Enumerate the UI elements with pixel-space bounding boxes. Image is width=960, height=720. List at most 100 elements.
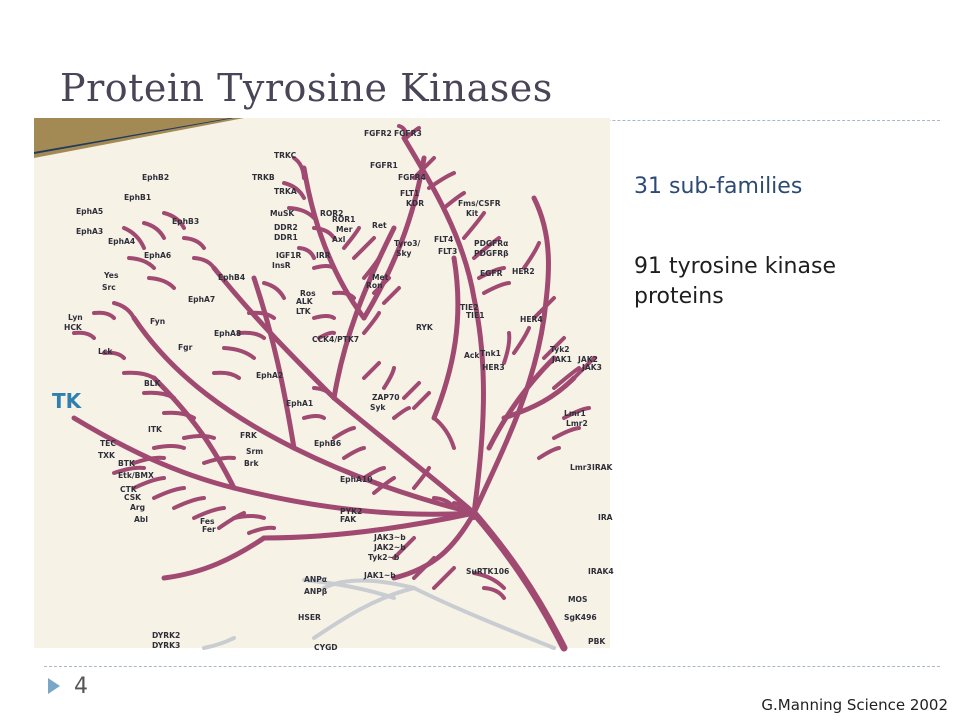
kinase-label: Kit — [466, 209, 478, 218]
kinase-label: IRA — [598, 513, 613, 522]
kinase-label: EphA2 — [256, 371, 283, 380]
kinase-label: IRR — [316, 251, 331, 260]
kinase-label: FRK — [240, 431, 258, 440]
kinase-label: Mer — [336, 225, 353, 234]
tree-twig — [532, 296, 556, 320]
kinase-label: CYGD — [314, 643, 338, 652]
tree-twig — [432, 496, 456, 510]
kinase-label: Tnk1 — [480, 349, 501, 358]
tree-branch — [301, 165, 367, 321]
kinase-label: DDR1 — [274, 233, 298, 242]
kinase-label: EphB4 — [218, 273, 245, 282]
kinase-label: Met — [372, 273, 389, 282]
tree-twig — [392, 406, 411, 420]
kinase-label: Fyn — [150, 317, 165, 326]
kinase-label: EphA1 — [286, 399, 313, 408]
tree-branch — [486, 355, 557, 451]
kinase-label: Ros — [300, 289, 316, 298]
citation: G.Manning Science 2002 — [761, 696, 948, 714]
tree-twig — [342, 446, 366, 460]
tree-twig — [462, 211, 486, 240]
kinase-label: Tyro3/ — [394, 239, 420, 248]
tree-grey-branch — [322, 578, 556, 650]
slide-number: 4 — [74, 674, 88, 699]
kinase-label: HER3 — [482, 363, 505, 372]
tree-twig — [237, 330, 266, 340]
tree-branches — [71, 124, 596, 652]
tree-branch — [331, 225, 397, 401]
kinase-label: ROR1 — [332, 215, 355, 224]
subfamilies-text: 31 sub-families — [634, 174, 803, 199]
kinase-label: Tyk2~b — [368, 553, 400, 562]
kinase-label: HCK — [64, 323, 83, 332]
slide-title: Protein Tyrosine Kinases — [60, 66, 553, 110]
tree-twig — [372, 476, 396, 495]
tree-twig — [102, 350, 126, 360]
kinase-label: Sky — [396, 249, 412, 258]
tree-twig — [552, 366, 581, 390]
tree-twig — [372, 276, 391, 295]
kinase-label: Etk/BMX — [118, 471, 154, 480]
kinase-label: Fer — [202, 525, 216, 534]
tree-twig — [182, 434, 216, 440]
kinase-label: Lyn — [68, 313, 83, 322]
kinase-label: Src — [102, 283, 116, 292]
tree-twig — [432, 416, 456, 450]
tree-twig — [412, 391, 431, 410]
kinase-label: SgK496 — [564, 613, 597, 622]
proteins-text: 91 tyrosine kinase proteins — [634, 254, 836, 309]
kinase-label: FGFR4 — [398, 173, 426, 182]
kinase-label: TIE2 — [460, 303, 478, 312]
tree-twig — [382, 366, 396, 390]
tree-twig — [262, 281, 286, 300]
tree-branch — [261, 510, 477, 541]
tree-twig — [477, 266, 506, 280]
kinase-label: Fes — [200, 517, 215, 526]
tree-twig — [127, 256, 156, 270]
tree-grey-branch — [302, 578, 396, 600]
kinase-label: CTK — [120, 485, 138, 494]
kinase-label: EphA10 — [340, 475, 372, 484]
kinase-label: JAK2 — [577, 355, 598, 364]
tree-twig — [112, 301, 136, 320]
kinase-label: TEC — [100, 439, 116, 448]
tree-twig — [312, 386, 336, 400]
tree-twig — [502, 331, 512, 365]
kinase-label: EphA8 — [214, 329, 241, 338]
kinase-label: RYK — [416, 323, 434, 332]
kinase-label: EphA6 — [144, 251, 171, 260]
kinase-label: ANPα — [304, 575, 327, 584]
kinase-label: TRKA — [274, 187, 297, 196]
tree-grey-branch — [202, 636, 236, 650]
tree-twig — [332, 290, 356, 300]
kinase-label: TXK — [98, 451, 116, 460]
kinase-label: JAK3 — [581, 363, 602, 372]
tree-twig — [362, 361, 381, 380]
tree-twig — [142, 221, 166, 240]
tree-twig — [412, 466, 431, 490]
tree-branch — [501, 375, 577, 421]
tree-branch — [161, 535, 267, 581]
tree-twig — [287, 206, 316, 220]
kinase-label: Yes — [103, 271, 119, 280]
tree-twig — [402, 381, 421, 400]
tree-twig — [132, 476, 166, 490]
kinase-label: FGFR3 — [394, 129, 422, 138]
tree-twig — [332, 426, 356, 440]
kinase-label: Lck — [98, 347, 113, 356]
kinase-label: EphA5 — [76, 207, 103, 216]
kinase-label: HER4 — [520, 315, 543, 324]
kinase-label: EphB6 — [314, 439, 341, 448]
tree-twig — [232, 514, 266, 520]
kinase-label: TRKC — [274, 151, 297, 160]
tree-twig — [282, 181, 306, 200]
kinase-label: PDGFRα — [474, 239, 508, 248]
tree-twig — [247, 525, 276, 535]
tree-branch — [361, 155, 427, 321]
tree-twig — [362, 311, 381, 335]
kinase-label: DYRK2 — [152, 631, 180, 640]
tree-twig — [222, 346, 256, 360]
kinase-label: CCK4/PTK7 — [312, 335, 359, 344]
